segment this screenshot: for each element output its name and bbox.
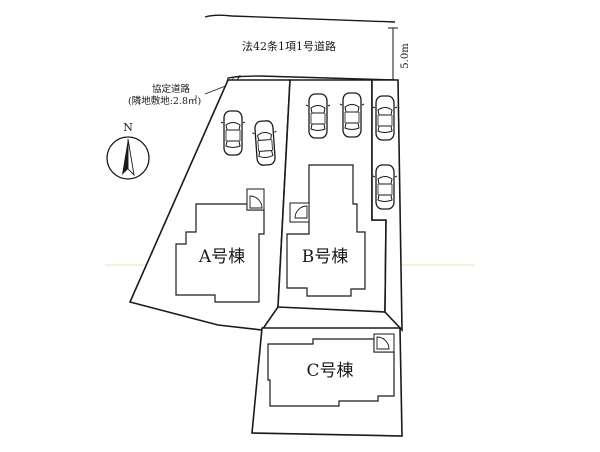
road: 法42条1項1号道路	[204, 14, 396, 81]
building-b	[286, 164, 366, 297]
door-swing-icon	[249, 195, 263, 209]
agreement-road-label: 協定道路	[152, 83, 191, 95]
car-icon	[339, 92, 365, 138]
car-icon	[305, 93, 331, 139]
building-a-entrance	[246, 188, 265, 211]
agreement-road-leader	[204, 84, 229, 95]
door-swing-icon	[294, 205, 308, 219]
car-icon	[372, 95, 398, 141]
road-width-label: 5.0m	[400, 43, 411, 69]
car-icon	[372, 164, 398, 210]
building-c	[267, 338, 395, 407]
agreement-road-note: (隣地敷地:2.8㎡)	[128, 95, 201, 107]
door-swing-icon	[376, 336, 390, 350]
road-label: 法42条1項1号道路	[242, 39, 336, 53]
car-icon	[220, 110, 246, 156]
building-a-label: A号棟	[198, 247, 245, 267]
compass: N	[106, 121, 150, 180]
building-b-label: B号棟	[302, 247, 349, 267]
building-c-label: C号棟	[306, 361, 353, 381]
road-width-dimension: 5.0m	[388, 27, 411, 81]
compass-north-label: N	[123, 121, 133, 134]
